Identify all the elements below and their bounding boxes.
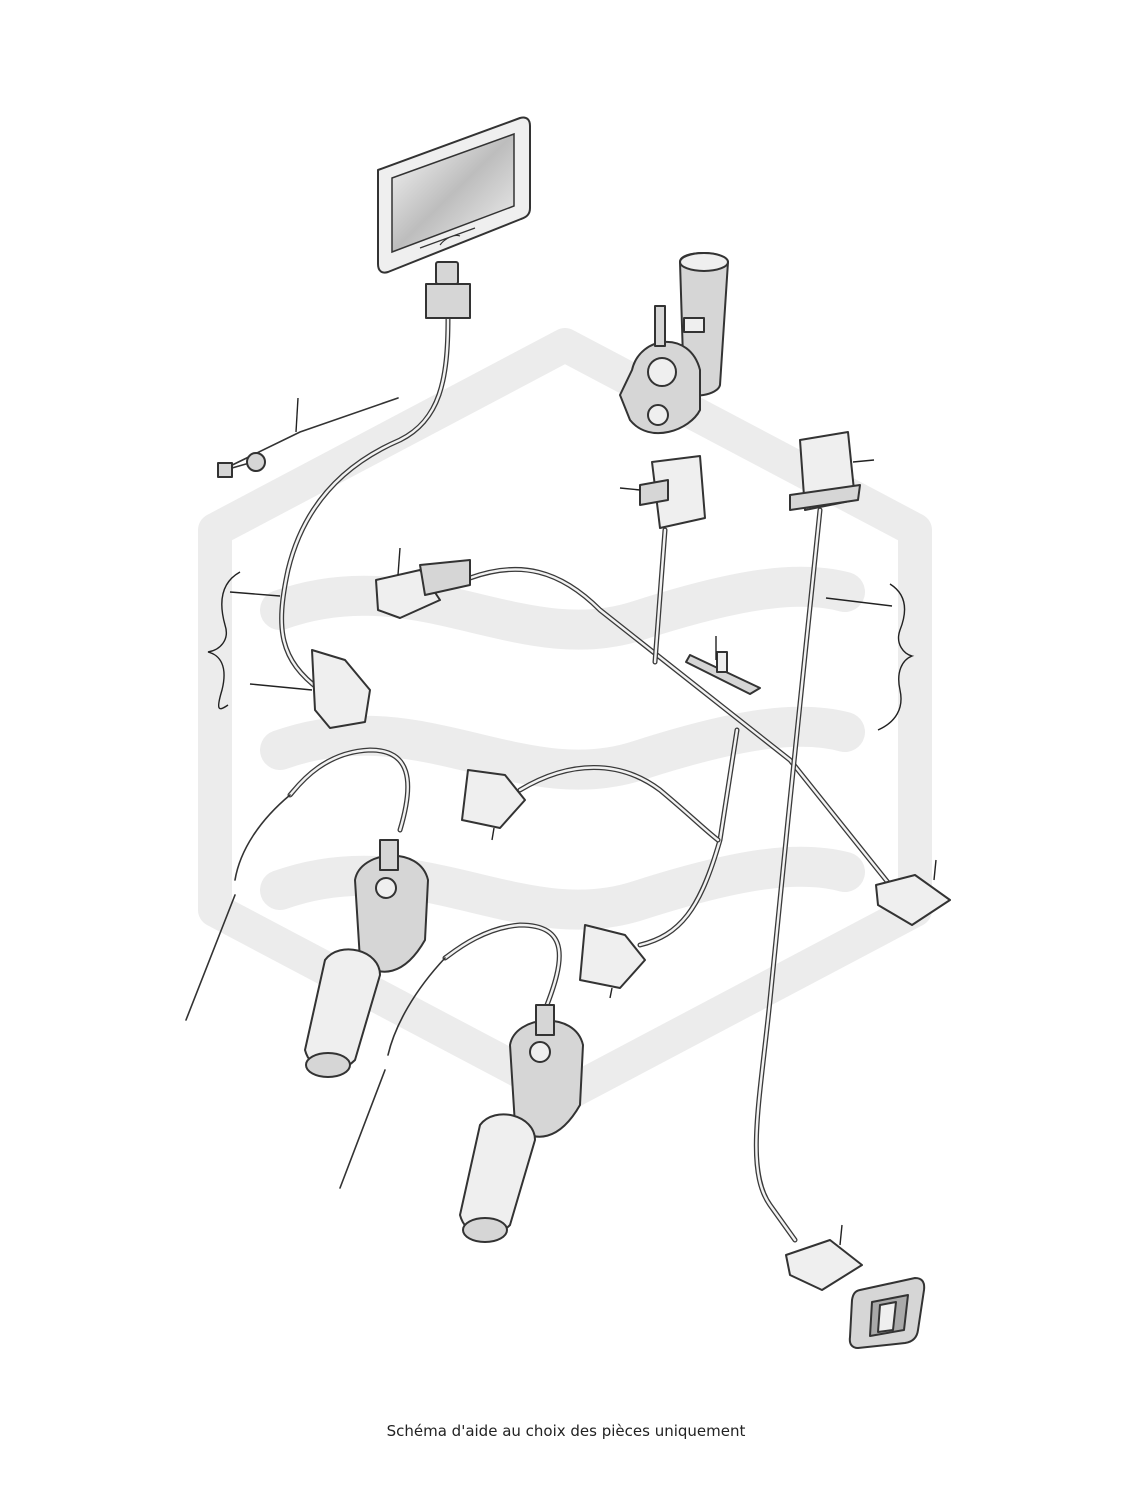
connector-icon: [311, 431, 951, 1291]
leader-lines: [207, 397, 937, 1246]
actuator-motor-icon: [459, 1004, 584, 1243]
cable-harness: [185, 315, 893, 1243]
cable-tie-icon: [217, 452, 266, 478]
actuator-motor-icon: [619, 252, 729, 435]
parts-diagram: [185, 116, 951, 1349]
display-screen-icon: [377, 116, 531, 319]
switch-icon: [848, 1277, 926, 1349]
actuator-motor-icon: [304, 839, 429, 1078]
caption: Schéma d'aide au choix des pièces unique…: [386, 1422, 746, 1440]
